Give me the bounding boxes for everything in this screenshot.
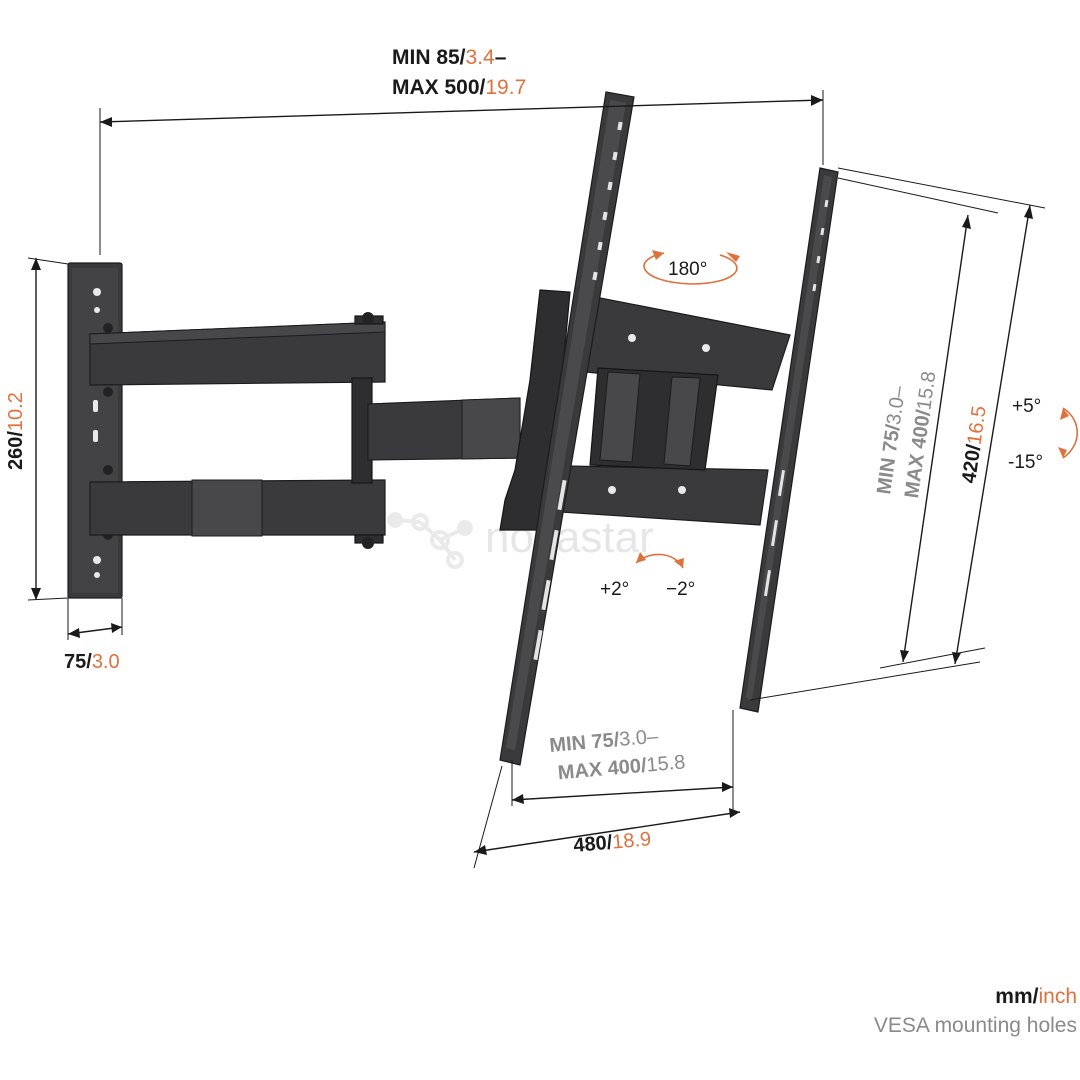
vesa-horizontal-label: MIN 75/3.0– MAX 400/15.8 xyxy=(549,725,687,784)
top-width-label-line2: MAX 500/19.7 xyxy=(392,76,526,99)
upper-arm xyxy=(89,312,386,386)
molecule-icon xyxy=(387,512,473,569)
level-plus-label: +2° xyxy=(600,579,629,600)
tilt-rotation-arrow xyxy=(1058,407,1078,459)
wall-plate xyxy=(67,262,123,599)
level-minus-label: −2° xyxy=(666,579,695,600)
bracket-width-dimension-line xyxy=(473,765,741,869)
bracket-width-label: 480/18.9 xyxy=(573,828,652,857)
lower-arm xyxy=(89,479,386,549)
vesa-note: VESA mounting holes xyxy=(874,1014,1077,1037)
vesa-horizontal-label-line2: MAX 400/15.8 xyxy=(557,751,686,784)
right-rail xyxy=(739,167,839,713)
plate-width-dimension-line xyxy=(67,598,123,640)
swivel-rotation-arrow xyxy=(643,250,740,285)
swivel-label: 180° xyxy=(668,259,707,280)
tilt-down-label: -15° xyxy=(1008,452,1043,473)
plate-height-label: 260/10.2 xyxy=(5,392,27,470)
plate-width-label: 75/3.0 xyxy=(64,651,120,673)
bracket-height-label: 420/16.5 xyxy=(958,405,991,485)
left-rail xyxy=(499,91,635,766)
bracket-height-dimension-line xyxy=(749,167,1046,701)
unit-legend: mm/inch xyxy=(995,985,1077,1008)
top-width-label-line1: MIN 85/3.4– xyxy=(392,46,507,69)
vesa-vertical-label: MIN 75/3.0– MAX 400/15.8 xyxy=(873,370,940,500)
watermark-logo: novastar xyxy=(387,512,654,569)
vesa-horizontal-label-line1: MIN 75/3.0– xyxy=(549,725,660,756)
tilt-up-label: +5° xyxy=(1012,396,1041,417)
top-width-dimension-line xyxy=(99,90,824,255)
level-rotation-arrow xyxy=(635,552,684,569)
plate-height-dimension-line xyxy=(27,257,69,601)
vesa-vertical-dimension-line xyxy=(837,177,999,669)
center-arm xyxy=(367,397,521,461)
vesa-horizontal-dimension-line xyxy=(511,710,734,812)
